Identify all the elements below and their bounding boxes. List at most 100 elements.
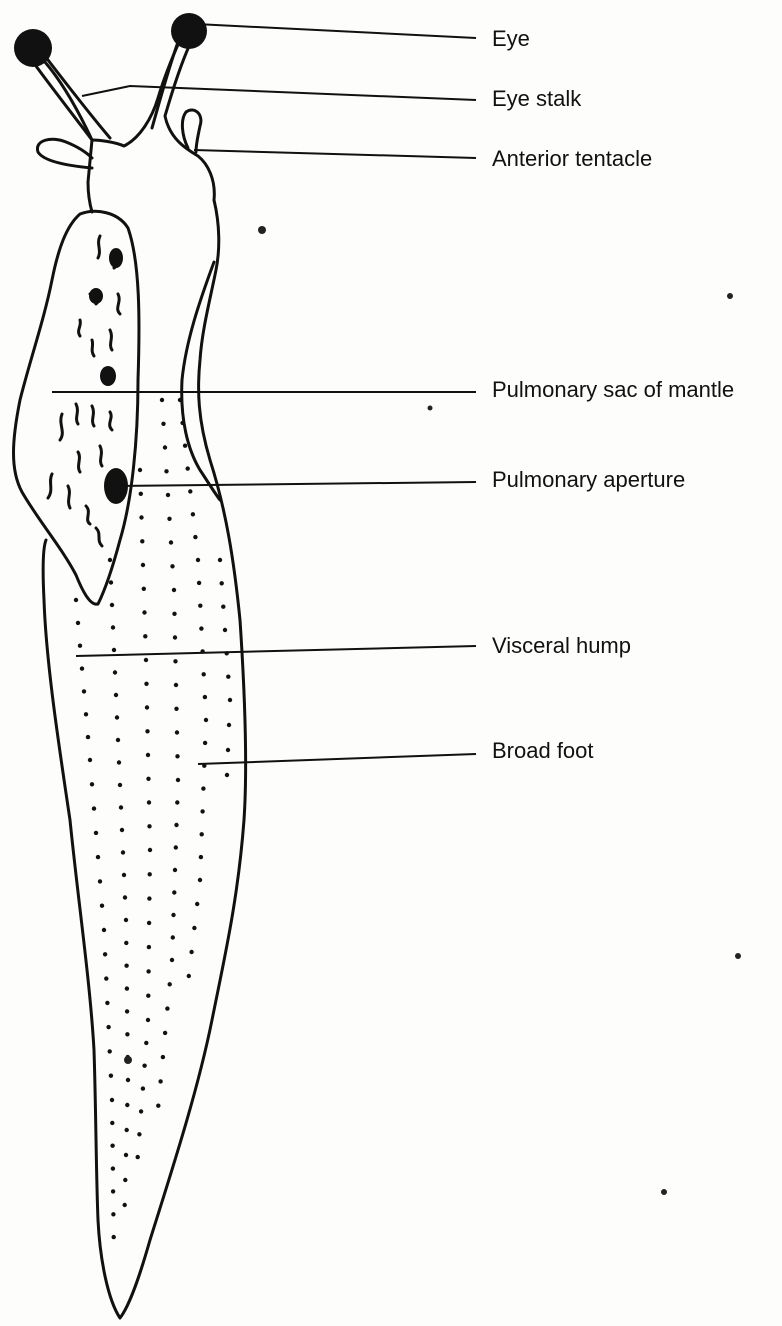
label-pulmonary-sac: Pulmonary sac of mantle: [492, 379, 734, 401]
foot-dot: [164, 469, 168, 473]
foot-dot: [187, 974, 191, 978]
foot-dot: [204, 718, 208, 722]
foot-dot: [169, 540, 173, 544]
foot-dot: [160, 398, 164, 402]
foot-dot: [112, 1235, 116, 1239]
foot-dot: [173, 659, 177, 663]
foot-dot: [172, 588, 176, 592]
label-eye: Eye: [492, 28, 530, 50]
foot-dot: [124, 1153, 128, 1157]
foot-dot: [170, 564, 174, 568]
mantle-blots: [89, 248, 123, 386]
foot-dot: [125, 1009, 129, 1013]
foot-dot: [200, 809, 204, 813]
foot-dot: [175, 754, 179, 758]
foot-dot: [174, 683, 178, 687]
foot-dot: [161, 1055, 165, 1059]
anterior-tentacle-left: [37, 139, 92, 168]
foot-dot: [96, 855, 100, 859]
foot-dot: [121, 850, 125, 854]
foot-dot: [147, 800, 151, 804]
foot-dot: [88, 758, 92, 762]
foot-dot: [145, 705, 149, 709]
foot-dot: [146, 994, 150, 998]
foot-dot: [108, 558, 112, 562]
foot-dot: [189, 950, 193, 954]
foot-dot: [191, 512, 195, 516]
foot-dot: [146, 1018, 150, 1022]
foot-dot: [144, 682, 148, 686]
label-anterior-tentacle: Anterior tentacle: [492, 148, 652, 170]
foot-dot: [139, 1109, 143, 1113]
foot-dot: [102, 928, 106, 932]
foot-dot: [118, 783, 122, 787]
foot-dot: [146, 969, 150, 973]
foot-dot: [142, 610, 146, 614]
foot-dot: [80, 666, 84, 670]
foot-dot: [174, 845, 178, 849]
foot-dot: [147, 921, 151, 925]
foot-dot: [158, 1079, 162, 1083]
foot-dot: [148, 872, 152, 876]
foot-dot: [173, 868, 177, 872]
leader-lines: [52, 24, 476, 764]
eye-left: [14, 29, 52, 67]
foot-dot: [192, 926, 196, 930]
foot-dot: [111, 1212, 115, 1216]
foot-dot: [200, 832, 204, 836]
foot-dot: [119, 805, 123, 809]
foot-dot: [109, 580, 113, 584]
foot-dot: [111, 1189, 115, 1193]
foot-dot: [146, 753, 150, 757]
foot-dot: [98, 879, 102, 883]
foot-dot: [175, 730, 179, 734]
foot-dot: [144, 1041, 148, 1045]
foot-dot: [198, 878, 202, 882]
foot-dot: [110, 603, 114, 607]
foot-dot: [145, 729, 149, 733]
foot-dot: [94, 831, 98, 835]
leader-anterior-tentacle: [194, 150, 476, 158]
foot-dot: [114, 693, 118, 697]
foot-dot: [86, 735, 90, 739]
body-inner-edge: [182, 262, 220, 500]
foot-dot: [223, 628, 227, 632]
foot-dot: [203, 695, 207, 699]
foot-dot: [125, 1032, 129, 1036]
foot-dot: [183, 444, 187, 448]
foot-dot: [197, 581, 201, 585]
foot-dot: [76, 621, 80, 625]
leader-eye: [196, 24, 476, 38]
foot-dot: [108, 1049, 112, 1053]
foot-dot: [198, 604, 202, 608]
foot-dot: [100, 904, 104, 908]
foot-dot: [122, 873, 126, 877]
foot-dot: [78, 644, 82, 648]
foot-dot: [143, 634, 147, 638]
foot-dot: [120, 828, 124, 832]
leader-visceral-hump: [76, 646, 476, 656]
foot-dot: [112, 648, 116, 652]
foot-dot: [171, 913, 175, 917]
foot-dot: [109, 1074, 113, 1078]
foot-dot: [125, 1128, 129, 1132]
foot-dot: [161, 422, 165, 426]
foot-dot: [178, 398, 182, 402]
foot-dot: [228, 698, 232, 702]
foot-dot: [196, 558, 200, 562]
foot-dot: [124, 918, 128, 922]
foot-dot: [137, 1132, 141, 1136]
foot-dot: [124, 941, 128, 945]
foot-dot: [84, 712, 88, 716]
foot-dot: [148, 848, 152, 852]
foot-dot: [193, 535, 197, 539]
foot-dot: [125, 986, 129, 990]
eye-right: [171, 13, 207, 49]
foot-dot: [138, 468, 142, 472]
foot-dot: [146, 777, 150, 781]
foot-dot: [176, 778, 180, 782]
foot-dot: [203, 741, 207, 745]
foot-dot: [125, 1103, 129, 1107]
foot-dot: [141, 1086, 145, 1090]
foot-dot: [225, 773, 229, 777]
